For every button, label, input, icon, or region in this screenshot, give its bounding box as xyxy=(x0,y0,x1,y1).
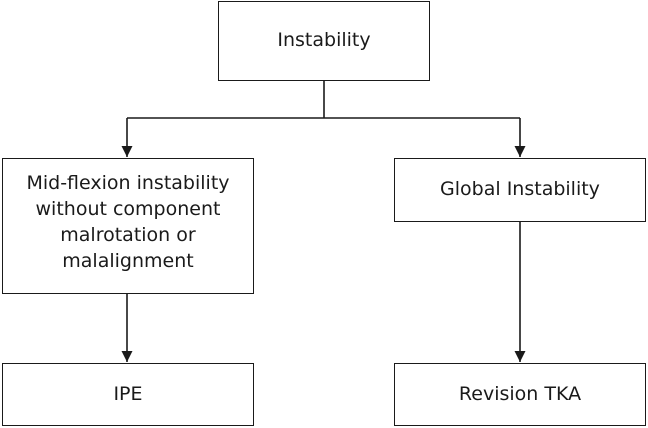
node-instability-label: Instability xyxy=(277,29,371,52)
node-ipe-label: IPE xyxy=(113,382,143,405)
node-global-instability: Global Instability xyxy=(394,158,646,222)
node-global-instability-label: Global Instability xyxy=(440,178,600,201)
node-revision-tka: Revision TKA xyxy=(394,363,646,426)
node-ipe: IPE xyxy=(2,363,254,426)
node-mid-flexion-instability: Mid-flexion instability without componen… xyxy=(2,158,254,294)
node-revision-tka-label: Revision TKA xyxy=(458,382,582,405)
node-mid-flexion-instability-label: Mid-flexion instability without componen… xyxy=(26,172,230,272)
node-instability: Instability xyxy=(218,1,430,81)
